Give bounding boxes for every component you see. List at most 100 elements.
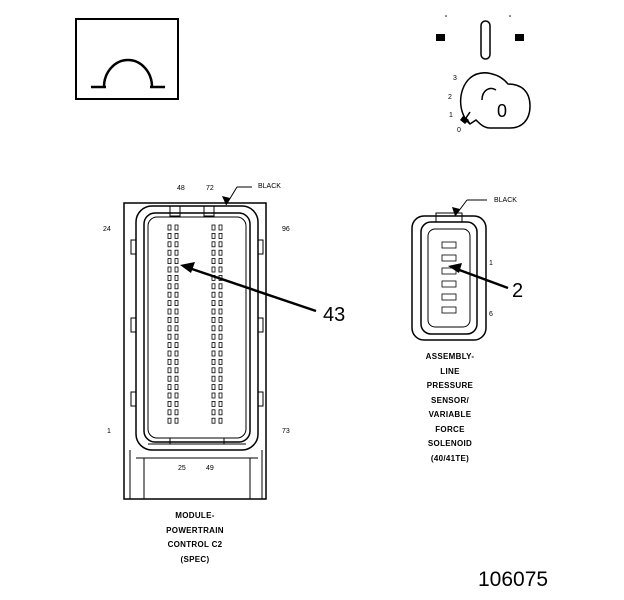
pin-cavity	[211, 400, 216, 407]
pin-cavity	[218, 358, 223, 365]
pin-cavity	[218, 409, 223, 416]
pin-cavity	[211, 224, 216, 231]
pin-cavity	[174, 266, 179, 273]
pin-cavity	[167, 409, 172, 416]
caption-line: SOLENOID	[427, 439, 473, 448]
document-number: 106075	[478, 568, 549, 591]
pcm-color-label: BLACK	[258, 183, 281, 190]
pin-cavity	[174, 232, 179, 239]
pin-cavity	[218, 375, 223, 382]
caption-line: CONTROL C2	[167, 540, 223, 549]
pin-cavity	[441, 241, 457, 249]
pin-cavity	[167, 241, 172, 248]
sensor-connector	[411, 199, 509, 341]
pin-cavity	[174, 291, 179, 298]
pin-cavity	[174, 274, 179, 281]
pin-cavity	[174, 409, 179, 416]
pin-cavity	[211, 392, 216, 399]
pin-cavity	[211, 232, 216, 239]
key-position-2: 2	[448, 94, 452, 101]
pin-cavity	[174, 417, 179, 424]
pcm-pin-25: 25	[178, 465, 186, 472]
pin-cavity	[211, 384, 216, 391]
pin-cavity	[218, 283, 223, 290]
pin-cavity	[218, 266, 223, 273]
pin-cavity	[174, 400, 179, 407]
pcm-pin-48: 48	[177, 185, 185, 192]
pin-cavity	[218, 258, 223, 265]
pin-cavity	[174, 283, 179, 290]
pin-cavity	[218, 241, 223, 248]
pin-cavity	[211, 283, 216, 290]
pcm-connector	[123, 186, 317, 500]
pcm-pin-24: 24	[103, 226, 111, 233]
pin-cavity	[211, 350, 216, 357]
pin-cavity	[174, 241, 179, 248]
pin-cavity	[211, 300, 216, 307]
pin-cavity	[218, 316, 223, 323]
pcm-pin-cavities	[167, 224, 223, 424]
ignition-key-icon	[436, 15, 531, 129]
key-position-1: 1	[449, 112, 453, 119]
pin-cavity	[218, 224, 223, 231]
pin-cavity	[167, 400, 172, 407]
pin-cavity	[167, 232, 172, 239]
pin-cavity	[167, 258, 172, 265]
pcm-pin-1: 1	[107, 428, 111, 435]
pin-cavity	[211, 258, 216, 265]
caption-line: (40/41TE)	[430, 453, 470, 463]
pin-cavity	[218, 367, 223, 374]
pcm-pin-73: 73	[282, 428, 290, 435]
pin-cavity	[174, 342, 179, 349]
pin-cavity	[218, 308, 223, 315]
pin-cavity	[167, 249, 172, 256]
pin-cavity	[218, 232, 223, 239]
pcm-pin-49: 49	[206, 465, 214, 472]
caption-line: (SPEC)	[180, 554, 210, 564]
pin-cavity	[218, 350, 223, 357]
caption-line: PRESSURE	[426, 381, 474, 390]
pin-cavity	[174, 333, 179, 340]
pin-cavity	[211, 266, 216, 273]
pin-cavity	[211, 291, 216, 298]
pin-cavity	[174, 325, 179, 332]
pin-cavity	[174, 224, 179, 231]
pin-cavity	[167, 316, 172, 323]
pin-cavity	[167, 266, 172, 273]
caption-line: FORCE	[435, 424, 465, 434]
pin-cavity	[167, 308, 172, 315]
pin-cavity	[211, 358, 216, 365]
pin-cavity	[211, 417, 216, 424]
pin-cavity	[167, 350, 172, 357]
sensor-pin-cavities	[441, 241, 457, 314]
pin-cavity	[167, 274, 172, 281]
sensor-color-label: BLACK	[494, 197, 517, 204]
pin-cavity	[218, 300, 223, 307]
sensor-pin-1: 1	[489, 260, 493, 267]
pin-cavity	[211, 308, 216, 315]
pin-cavity	[167, 300, 172, 307]
pin-cavity	[218, 333, 223, 340]
key-label: 0	[497, 101, 507, 121]
caption-line: POWERTRAIN	[166, 525, 224, 535]
pin-cavity	[441, 254, 457, 262]
pin-cavity	[211, 375, 216, 382]
key-position-3: 3	[453, 75, 457, 82]
pin-cavity	[167, 384, 172, 391]
pin-cavity	[218, 291, 223, 298]
pin-cavity	[218, 400, 223, 407]
pin-cavity	[167, 375, 172, 382]
pin-cavity	[211, 316, 216, 323]
pin-cavity	[218, 325, 223, 332]
caption-line: SENSOR/	[430, 395, 470, 405]
pin-cavity	[167, 358, 172, 365]
pin-cavity	[211, 249, 216, 256]
pin-cavity	[174, 367, 179, 374]
pin-cavity	[218, 384, 223, 391]
sensor-callout-number: 2	[512, 280, 523, 302]
key-position-0: 0	[457, 127, 461, 134]
pin-cavity	[441, 306, 457, 314]
pcm-pin-72: 72	[206, 185, 214, 192]
pcm-connector-caption: MODULE- POWERTRAIN CONTROL C2 (SPEC)	[150, 509, 240, 567]
